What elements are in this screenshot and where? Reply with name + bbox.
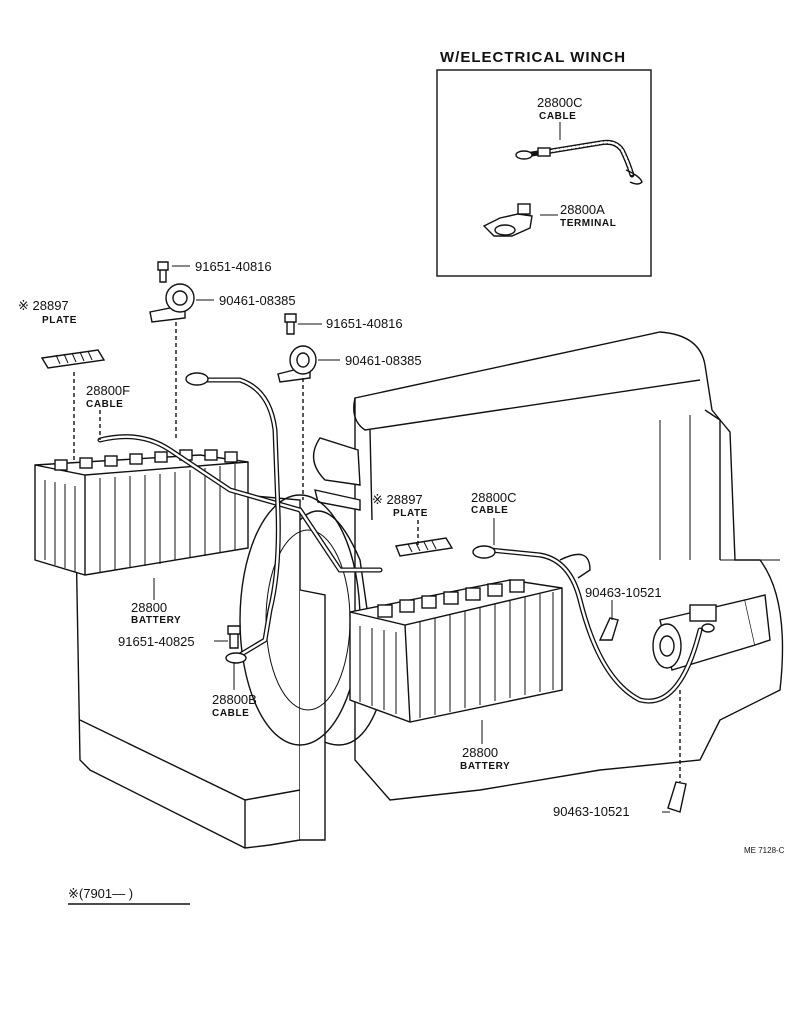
callout-cable-f-label: CABLE <box>86 399 123 410</box>
small-parts <box>40 261 687 813</box>
inset-frame <box>436 69 652 277</box>
leader-lines <box>73 265 681 813</box>
callout-plate-right-label: PLATE <box>393 508 428 519</box>
bolt-mid <box>284 313 297 335</box>
inset-cable-label: CABLE <box>539 111 576 122</box>
callout-plate-right-part: ※ 28897 <box>372 492 423 507</box>
callout-cable-f-part: 28800F <box>86 383 130 398</box>
callout-clamp-mid: 90461-08385 <box>345 353 422 368</box>
boot-lower <box>667 781 687 813</box>
inset-cable-part: 28800C <box>537 95 583 110</box>
callout-plate-left-label: PLATE <box>42 315 77 326</box>
electrical-winch-inset: W/ELECTRICAL WINCH 28800C CABLE 28800A T… <box>436 49 652 277</box>
inset-title: W/ELECTRICAL WINCH <box>440 49 626 66</box>
callout-cable-c-part: 28800C <box>471 490 517 505</box>
callout-plate-left-part: ※ 28897 <box>18 298 69 313</box>
callout-bolt-mid: 91651-40816 <box>326 316 403 331</box>
boot-upper <box>598 617 619 641</box>
winch-terminal-drawing <box>482 203 533 237</box>
callout-cable-b-part: 28800B <box>212 692 257 707</box>
reference-code: ME 7128-C <box>744 846 785 855</box>
winch-cable-drawing <box>515 139 643 185</box>
callout-clamp-top: 90461-08385 <box>219 293 296 308</box>
plate-left <box>40 349 106 369</box>
inset-terminal-part: 28800A <box>560 202 605 217</box>
clamp-top <box>149 283 195 323</box>
callout-boot-upper: 90463-10521 <box>585 585 662 600</box>
callout-battery-right-label: BATTERY <box>460 761 510 772</box>
callout-cable-c-label: CABLE <box>471 505 508 516</box>
callout-bolt-low: 91651-40825 <box>118 634 195 649</box>
radiator <box>74 479 361 849</box>
callout-battery-left-label: BATTERY <box>131 615 181 626</box>
battery-right <box>349 579 563 723</box>
callout-battery-left-part: 28800 <box>131 600 167 615</box>
callout-cable-b-label: CABLE <box>212 708 249 719</box>
engine-block <box>299 331 784 801</box>
cables <box>97 372 715 704</box>
bolt-low <box>227 625 241 649</box>
callout-boot-lower: 90463-10521 <box>553 804 630 819</box>
callouts: 91651-40816 90461-08385 91651-40816 9046… <box>18 259 662 819</box>
bolt-top <box>157 261 169 283</box>
callout-battery-right-part: 28800 <box>462 745 498 760</box>
serial-footnote: ※(7901— ) <box>68 886 133 901</box>
callout-bolt-top: 91651-40816 <box>195 259 272 274</box>
starter-motor <box>652 594 771 671</box>
clamp-mid <box>277 345 317 383</box>
inset-terminal-label: TERMINAL <box>560 218 616 229</box>
plate-right <box>395 537 454 557</box>
